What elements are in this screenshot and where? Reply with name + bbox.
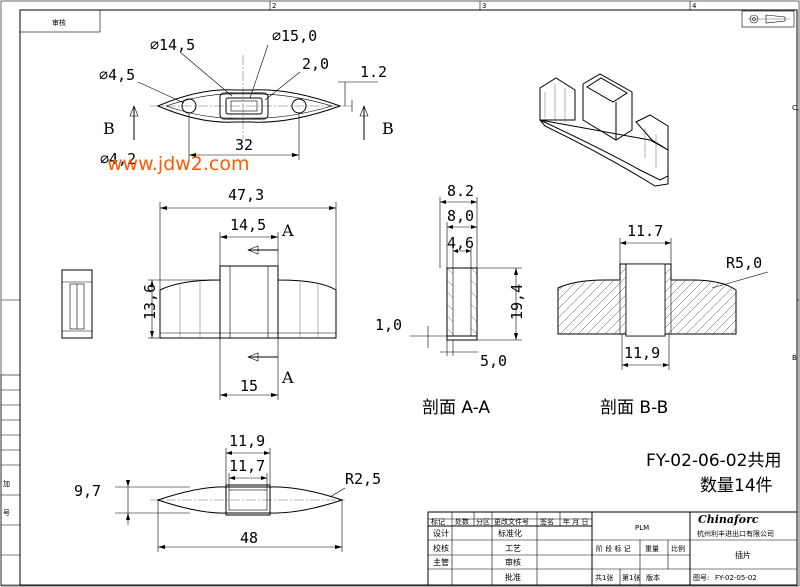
isometric-view	[539, 73, 669, 187]
part-name: 插片	[735, 550, 751, 560]
tb-sheet-info: 共1张	[595, 573, 613, 582]
stamp-label: 审核	[52, 18, 66, 27]
dim-label: ⌀4,5	[99, 66, 135, 84]
hatch-line	[770, 260, 800, 340]
hatch-line	[661, 264, 736, 334]
strip-label: 加	[3, 479, 10, 488]
tb-row-label: 主管	[433, 557, 449, 567]
note-shared: FY-02-06-02共用	[646, 451, 781, 471]
inner-frame	[19, 9, 798, 586]
drawing-no-label: 图号:	[693, 574, 709, 582]
tb-row-label: 设计	[433, 528, 449, 538]
tb-stage-label: 重量	[645, 545, 659, 553]
dim-label: 11.7	[627, 222, 663, 240]
dim-label: 14,5	[230, 216, 266, 234]
hatch-line	[743, 260, 800, 340]
dim-label: 11,9	[229, 432, 265, 450]
section-letter: A	[281, 368, 294, 387]
title-block: 标记 处数 分区 更改文件号 签名 年 月 日 设计 校核 主管 标准化 工艺 …	[427, 511, 798, 586]
section-letter: A	[281, 221, 294, 240]
tb-plm: PLM	[635, 524, 649, 532]
side-view	[61, 269, 93, 339]
dim-label: 9,7	[74, 482, 101, 500]
dim-label: ⌀4,2	[100, 150, 136, 168]
dim-label: 2,0	[302, 55, 329, 73]
tb-mid-label: 审核	[505, 557, 521, 567]
zone-number: 4	[692, 2, 697, 10]
zone-letter: C	[792, 104, 797, 112]
tb-sheet-info: 版本	[646, 573, 660, 582]
dim-label: 8,0	[447, 207, 474, 225]
tb-header: 更改文件号	[494, 517, 529, 526]
hatch-line	[558, 264, 626, 334]
section-letter: B	[382, 119, 394, 138]
hatch-line	[715, 264, 736, 334]
top-view: ⌀14,5 ⌀15,0 ⌀4,5 2,0 1.2 32 ⌀4,2 B B	[99, 27, 394, 168]
dim-label: 5,0	[480, 352, 507, 370]
bottom-view: 11,9 11,7 R2,5 9,7 48	[74, 432, 381, 552]
zone-letter: B	[792, 354, 797, 362]
left-strip: 加 号	[0, 374, 21, 586]
tb-stage-label: 阶 段 标 记	[596, 544, 631, 553]
tb-mid-label: 标准化	[498, 528, 522, 538]
hatch-line	[679, 264, 736, 334]
section-bb: 11.7 R5,0 11,9 剖面 B-B	[557, 222, 800, 418]
tb-sheet-info: 第1张	[622, 573, 640, 582]
dim-label: 1.2	[360, 63, 387, 81]
hatch-line	[558, 264, 608, 334]
dim-label: 48	[240, 529, 258, 547]
projection-symbol	[741, 10, 795, 28]
dim-label: 1,0	[375, 316, 402, 334]
section-aa: 8.2 8,0 4,6 19,4 1,0 5,0 剖面 A-A	[375, 182, 526, 418]
hatch-line	[697, 264, 736, 334]
hatch-line	[761, 260, 800, 340]
hatch-line	[752, 260, 800, 340]
dim-label: 11,9	[624, 344, 660, 362]
dim-label: R5,0	[726, 254, 762, 272]
hatch-line	[688, 264, 736, 334]
tb-header: 处数	[455, 517, 469, 526]
tb-row-label: 校核	[433, 543, 449, 553]
dim-label: 19,4	[508, 284, 526, 320]
tb-stage-label: 比例	[671, 544, 685, 553]
dim-label: R2,5	[345, 470, 381, 488]
dim-label: 4,6	[447, 234, 474, 252]
hatch-line	[670, 264, 736, 334]
dim-label: 8.2	[447, 182, 474, 200]
zone-number: 3	[482, 2, 486, 10]
dim-label: 13,6	[141, 284, 159, 320]
tb-header: 签名	[540, 517, 554, 526]
note-quantity: 数量14件	[700, 476, 773, 496]
company-name: 杭州利丰进出口有限公司	[697, 529, 774, 538]
section-letter: B	[103, 119, 115, 138]
hatch-line	[558, 264, 617, 334]
tb-header: 标记	[431, 517, 445, 526]
strip-label: 号	[3, 509, 10, 517]
dim-label: ⌀15,0	[272, 27, 317, 45]
dim-label: 11,7	[229, 457, 265, 475]
tb-mid-label: 批准	[505, 572, 521, 582]
front-view: 47,3 14,5 13,6 15 A A	[141, 186, 337, 400]
dim-label: ⌀14,5	[150, 36, 195, 54]
tb-header: 年 月 日	[563, 517, 588, 526]
hatch-line	[558, 264, 635, 334]
zone-number: 2	[272, 2, 276, 10]
section-caption: 剖面 B-B	[600, 398, 668, 418]
tb-header: 分区	[476, 517, 490, 526]
drawing-number: FY-02-05-02	[715, 574, 757, 582]
dim-label: 47,3	[228, 186, 264, 204]
dim-label: 15	[240, 377, 258, 395]
company-logo: Chinaforc	[698, 513, 759, 526]
stamp-box	[19, 9, 101, 33]
dim-label: 32	[235, 136, 253, 154]
watermark: www.jdw2.com	[107, 153, 250, 175]
tb-mid-label: 工艺	[505, 544, 521, 553]
section-caption: 剖面 A-A	[422, 398, 490, 418]
hatch-line	[706, 264, 736, 334]
